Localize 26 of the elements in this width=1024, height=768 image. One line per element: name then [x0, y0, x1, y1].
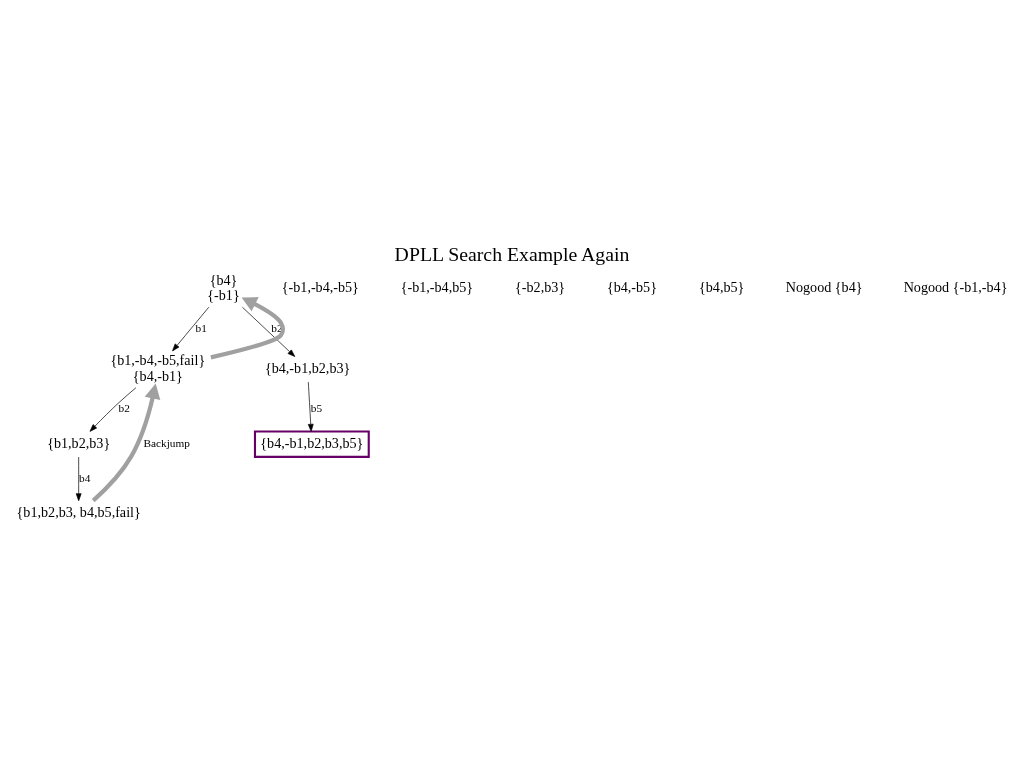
label: Nogood {b4} [785, 278, 863, 295]
node-box: {b4,-b1,b2,b3,b5} [253, 429, 370, 458]
edge-label: b4 [79, 471, 91, 484]
node-text: {b1,b2,b3, b4,b5,fail} [16, 503, 141, 520]
arrow [307, 381, 314, 432]
node-text: {b1,b2,b3} [47, 434, 111, 451]
label: {-b1,-b4,-b5} [281, 278, 359, 295]
node-text: {b4,-b1,b2,b3} [264, 359, 351, 376]
diagram-title: DPLL Search Example Again [394, 242, 630, 265]
arrow [172, 306, 210, 351]
label: {b4,-b5} [606, 278, 657, 295]
label: Nogood {-b1,-b4} [903, 278, 1008, 295]
arrow [242, 306, 296, 357]
arrow [91, 383, 161, 502]
arrow [75, 456, 82, 501]
arrow [210, 296, 286, 359]
arrow [89, 386, 137, 432]
edge-label: b2 [118, 401, 130, 414]
label: {b4,b5} [699, 278, 745, 295]
label: {-b1,-b4,b5} [400, 278, 474, 295]
edge-label: b1 [195, 321, 207, 334]
edge-label: Backjump [143, 436, 190, 449]
label: {-b2,b3} [515, 278, 566, 295]
node-text: {b1,-b4,-b5,fail} {b4,-b1} [110, 351, 206, 384]
edge-label: b5 [310, 401, 323, 414]
node-text: {b4} {-b1} [207, 271, 240, 303]
